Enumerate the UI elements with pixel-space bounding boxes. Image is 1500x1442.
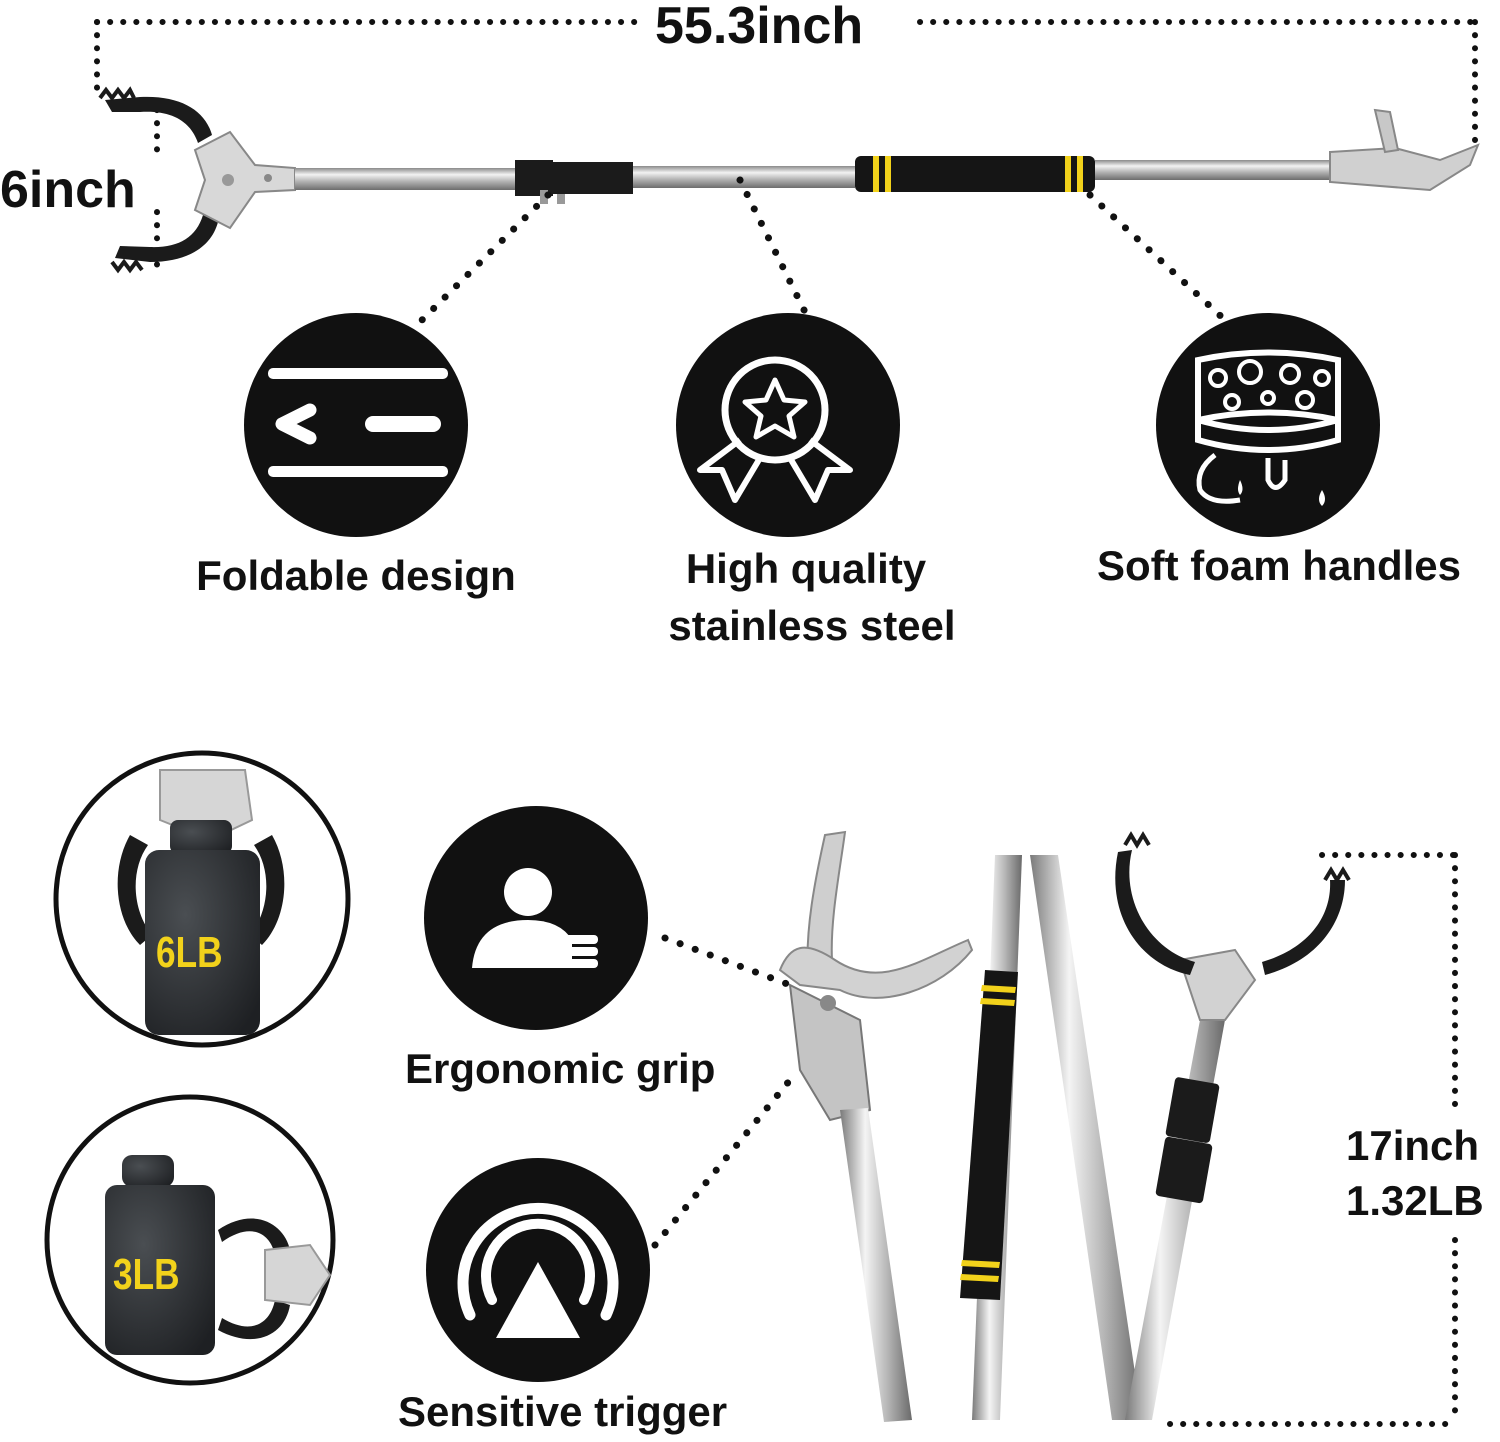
weight-6lb-text: 6LB [156, 928, 223, 977]
feature-foam-label: Soft foam handles [1096, 542, 1462, 589]
feature-grip-label: Ergonomic grip [405, 1045, 716, 1092]
weight-6lb-illustration [53, 750, 351, 1048]
feature-trigger-label: Sensitive trigger [398, 1388, 728, 1435]
trigger-signal-icon [426, 1158, 650, 1382]
leader-grip [661, 934, 794, 989]
jaw-width-label: 6inch [0, 161, 136, 219]
feature-foldable-label: Foldable design [196, 552, 516, 599]
foldable-icon [244, 313, 468, 537]
weight-total-label: 1.32LB [1346, 1177, 1484, 1224]
feature-steel-label-line2: stainless steel [668, 602, 956, 649]
lower-jaw [115, 215, 218, 262]
folded-grabber [778, 830, 1351, 1422]
leader-foam [1086, 191, 1229, 324]
award-ribbon-icon [676, 313, 900, 537]
weight-3lb-text: 3LB [113, 1250, 180, 1299]
weight-3lb-illustration [44, 1094, 336, 1386]
length-dimension-line [94, 19, 1478, 153]
extended-grabber [98, 86, 1480, 274]
leader-foldable [416, 191, 552, 326]
length-label: 55.3inch [655, 0, 864, 55]
leader-steel [736, 176, 809, 316]
folded-dimension-line [1167, 852, 1458, 1427]
person-grip-icon [424, 806, 648, 1030]
upper-jaw [105, 96, 212, 143]
folded-length-label: 17inch [1346, 1122, 1480, 1169]
feature-steel-label-line1: High quality [685, 545, 927, 592]
sponge-icon [1156, 313, 1380, 537]
leader-trigger [651, 1076, 794, 1249]
